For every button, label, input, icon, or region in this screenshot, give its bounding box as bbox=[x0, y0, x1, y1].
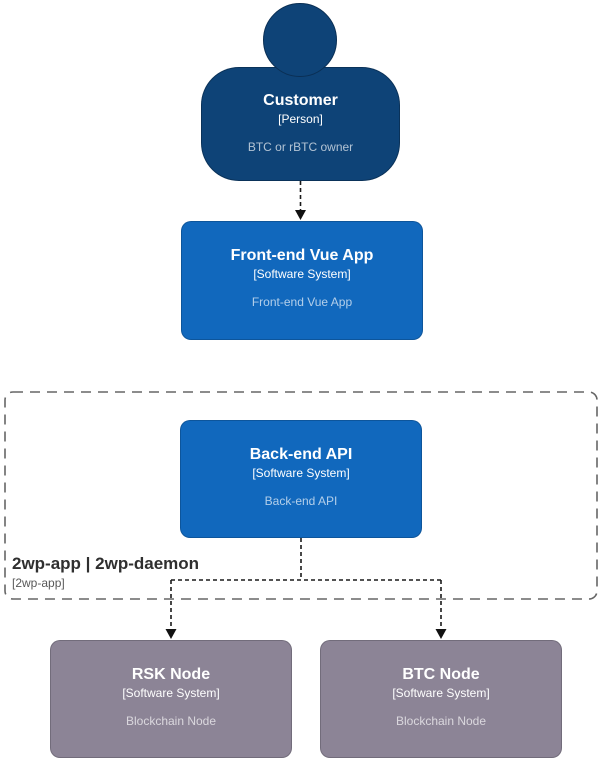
node-rsk-node: RSK Node [Software System] Blockchain No… bbox=[50, 640, 292, 758]
boundary-meta: [2wp-app] bbox=[12, 576, 65, 590]
node-title: Back-end API bbox=[249, 446, 353, 463]
node-frontend-vue-app: Front-end Vue App [Software System] Fron… bbox=[181, 221, 423, 340]
node-customer: Customer [Person] BTC or rBTC owner bbox=[201, 67, 400, 181]
boundary-label: 2wp-app | 2wp-daemon [2wp-app] bbox=[12, 554, 199, 590]
node-title: RSK Node bbox=[131, 666, 211, 683]
node-title: BTC Node bbox=[402, 666, 480, 683]
node-description: Blockchain Node bbox=[395, 714, 487, 728]
arrowhead-rsk bbox=[165, 629, 177, 639]
node-backend-api: Back-end API [Software System] Back-end … bbox=[180, 420, 422, 538]
person-head-icon bbox=[263, 3, 337, 77]
node-meta: [Software System] bbox=[253, 267, 351, 281]
node-description: BTC or rBTC owner bbox=[247, 140, 354, 154]
node-meta: [Software System] bbox=[392, 686, 490, 700]
node-description: Blockchain Node bbox=[125, 714, 217, 728]
node-meta: [Software System] bbox=[122, 686, 220, 700]
node-meta: [Person] bbox=[278, 112, 323, 126]
node-title: Front-end Vue App bbox=[230, 247, 374, 264]
node-title: Customer bbox=[263, 92, 338, 109]
arrowhead-frontend bbox=[295, 210, 306, 220]
node-btc-node: BTC Node [Software System] Blockchain No… bbox=[320, 640, 562, 758]
boundary-title: 2wp-app | 2wp-daemon bbox=[12, 554, 200, 573]
boundary-outline bbox=[4, 391, 598, 600]
arrowhead-btc bbox=[435, 629, 447, 639]
node-meta: [Software System] bbox=[252, 466, 350, 480]
node-description: Front-end Vue App bbox=[251, 295, 353, 309]
node-description: Back-end API bbox=[264, 494, 338, 508]
